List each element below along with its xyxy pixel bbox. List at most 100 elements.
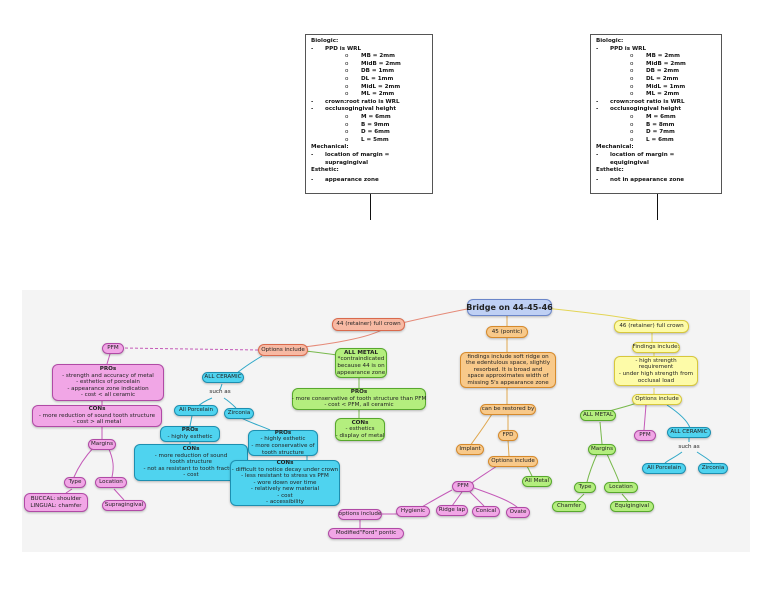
node-conical[interactable]: Conical bbox=[472, 506, 500, 517]
node-margins-44[interactable]: Margins bbox=[88, 439, 116, 450]
node-pfm-45[interactable]: PFM bbox=[452, 481, 474, 492]
node-ovate-label: Ovate bbox=[509, 509, 527, 516]
node-all-porcelain-46[interactable]: All Porcelain bbox=[642, 463, 686, 474]
node-45-pontic[interactable]: 45 (pontic) bbox=[486, 326, 528, 338]
link-options-pfm bbox=[122, 347, 259, 351]
node-fpd[interactable]: FPD bbox=[498, 430, 518, 441]
node-location-46[interactable]: Location bbox=[604, 482, 638, 493]
note-46-d: D = 7mm bbox=[646, 129, 675, 136]
node-zirconia-46[interactable]: Zirconia bbox=[698, 463, 728, 474]
link-pfm45-ridgelap bbox=[451, 491, 463, 507]
node-location-46-label: Location bbox=[609, 484, 633, 491]
node-all-porcelain-44[interactable]: All Porcelain bbox=[174, 405, 218, 416]
node-metal-cons[interactable]: CONs - esthetics - display of metal bbox=[335, 418, 385, 441]
node-chamfer-46[interactable]: Chamfer bbox=[552, 501, 586, 512]
link-type46-chamfer bbox=[576, 493, 585, 502]
node-44-options[interactable]: Options include bbox=[258, 344, 308, 356]
node-margins-46[interactable]: Margins bbox=[588, 444, 616, 455]
node-zirconia-46-label: Zirconia bbox=[701, 465, 725, 472]
link-porcelain-pros bbox=[189, 415, 193, 427]
node-zirconia-pros[interactable]: PROs - highly esthetic - more conservati… bbox=[248, 430, 318, 456]
metal-cons-item: - display of metal bbox=[335, 432, 385, 439]
node-44-retainer[interactable]: 44 (retainer) full crown bbox=[332, 318, 405, 331]
porcelain-cons-item: - cost bbox=[183, 472, 199, 479]
node-such-as-44-label: such as bbox=[209, 388, 231, 395]
link-allceramic-suchas bbox=[219, 383, 223, 391]
node-margins-44-label: Margins bbox=[90, 441, 114, 448]
node-options-pfm-45[interactable]: options include bbox=[338, 509, 382, 520]
node-44-options-label: Options include bbox=[261, 346, 305, 353]
note-44-biologic: Biologic: bbox=[311, 38, 339, 44]
findings-45-line: findings include soft ridge on bbox=[467, 353, 549, 360]
node-location-44[interactable]: Location bbox=[95, 477, 127, 488]
note-46-m: M = 6mm bbox=[646, 113, 676, 120]
link-suchas46-zirconia bbox=[696, 451, 713, 464]
node-implant[interactable]: Implant bbox=[456, 444, 484, 455]
node-hygienic-label: Hygienic bbox=[400, 508, 426, 515]
link-suchas46-porcelain bbox=[664, 451, 683, 464]
note-44-midl: MidL = 2mm bbox=[361, 83, 401, 90]
link-pfm45-conical bbox=[469, 491, 485, 507]
note-46-esthetic-value: not in appearance zone bbox=[610, 176, 685, 183]
buccal-line: BUCCAL: shoulder bbox=[30, 495, 82, 502]
node-supragingival-44[interactable]: Supragingival bbox=[102, 500, 146, 511]
map-root[interactable]: Bridge on 44-45-46 bbox=[466, 299, 553, 316]
note-44-l: L = 5mm bbox=[361, 136, 389, 143]
node-findings-include-46[interactable]: Findings include: bbox=[632, 342, 680, 353]
link-margins-location bbox=[107, 446, 114, 478]
node-metal-pros[interactable]: PROs - more conservative of tooth struct… bbox=[292, 388, 426, 410]
link-options45-allmetal bbox=[526, 465, 533, 477]
pfm-pros-item: - cost < all ceramic bbox=[80, 392, 136, 399]
node-fpd-label: FPD bbox=[502, 432, 514, 439]
node-buccal-lingual[interactable]: BUCCAL: shoulder LINGUAL: chamfer bbox=[24, 493, 88, 512]
metal-cons-item: - esthetics bbox=[345, 426, 375, 433]
link-type-buccal bbox=[65, 488, 73, 494]
note-44-occlusogingival: occlusogingival height bbox=[325, 106, 397, 113]
node-all-metal-46[interactable]: ALL METAL bbox=[580, 410, 616, 421]
node-porcelain-pros[interactable]: PROs - highly esthetic bbox=[160, 426, 220, 442]
node-type-46[interactable]: Type bbox=[574, 482, 596, 493]
link-margins46-location bbox=[606, 453, 620, 483]
node-zirconia-44[interactable]: Zirconia bbox=[224, 408, 254, 419]
findings-45-line: missing 5's appearance zone bbox=[467, 379, 549, 386]
note-46-biologic: Biologic: bbox=[596, 38, 624, 44]
node-ridge-lap[interactable]: Ridge lap bbox=[436, 505, 468, 516]
note-44-mb: MB = 2mm bbox=[361, 53, 395, 60]
node-all-ceramic-44[interactable]: ALL CERAMIC bbox=[202, 372, 244, 383]
findings-45-line: space approximates width of bbox=[467, 373, 549, 380]
node-pfm-46[interactable]: PFM bbox=[634, 430, 656, 441]
node-45-pontic-label: 45 (pontic) bbox=[491, 328, 523, 335]
node-46-retainer[interactable]: 46 (retainer) full crown bbox=[614, 320, 689, 333]
note-46-midl: MidL = 1mm bbox=[646, 83, 686, 90]
node-options-46[interactable]: Options include bbox=[632, 394, 682, 405]
node-findings-46[interactable]: - high strength requirement - under high… bbox=[614, 356, 698, 386]
node-ovate[interactable]: Ovate bbox=[506, 507, 530, 518]
node-can-be-restored[interactable]: can be restored by bbox=[480, 404, 536, 415]
node-pfm-44[interactable]: PFM bbox=[102, 343, 124, 354]
porcelain-cons-title: CONs bbox=[182, 446, 200, 453]
zirconia-cons-item: - less resistant to stress vs PFM bbox=[241, 473, 329, 480]
node-pfm-cons[interactable]: CONs - more reduction of sound tooth str… bbox=[32, 405, 162, 427]
node-pfm-pros[interactable]: PROs - strength and accuracy of metal - … bbox=[52, 364, 164, 401]
node-modified-pontic[interactable]: Modified"Ford" pontic bbox=[328, 528, 404, 539]
link-location46-equi bbox=[621, 493, 629, 502]
node-options-45[interactable]: Options include bbox=[488, 456, 538, 467]
node-such-as-44: such as bbox=[207, 387, 233, 397]
findings-46-line: occlusal load bbox=[637, 377, 675, 384]
node-such-as-46: such as bbox=[676, 442, 702, 452]
zirconia-pros-item: - highly esthetic bbox=[260, 436, 306, 443]
node-findings-45[interactable]: findings include soft ridge on the edent… bbox=[460, 352, 556, 388]
node-46-retainer-label: 46 (retainer) full crown bbox=[619, 323, 684, 330]
node-type-44[interactable]: Type bbox=[64, 477, 86, 488]
node-zirconia-cons[interactable]: CONs - difficult to notice decay under c… bbox=[230, 460, 340, 506]
zirconia-pros-item: - more conservative of bbox=[251, 443, 315, 449]
node-equigingival-46[interactable]: Equigingival bbox=[610, 501, 654, 512]
node-all-ceramic-46[interactable]: ALL CERAMIC bbox=[667, 427, 711, 438]
node-porcelain-cons[interactable]: CONs - more reduction of sound tooth str… bbox=[134, 444, 248, 481]
metal-cons-title: CONs bbox=[351, 419, 369, 426]
node-all-metal-45[interactable]: All Metal bbox=[522, 476, 552, 487]
node-hygienic[interactable]: Hygienic bbox=[396, 506, 430, 517]
node-all-metal-44[interactable]: ALL METAL *contraindicated because 44 is… bbox=[335, 348, 387, 378]
